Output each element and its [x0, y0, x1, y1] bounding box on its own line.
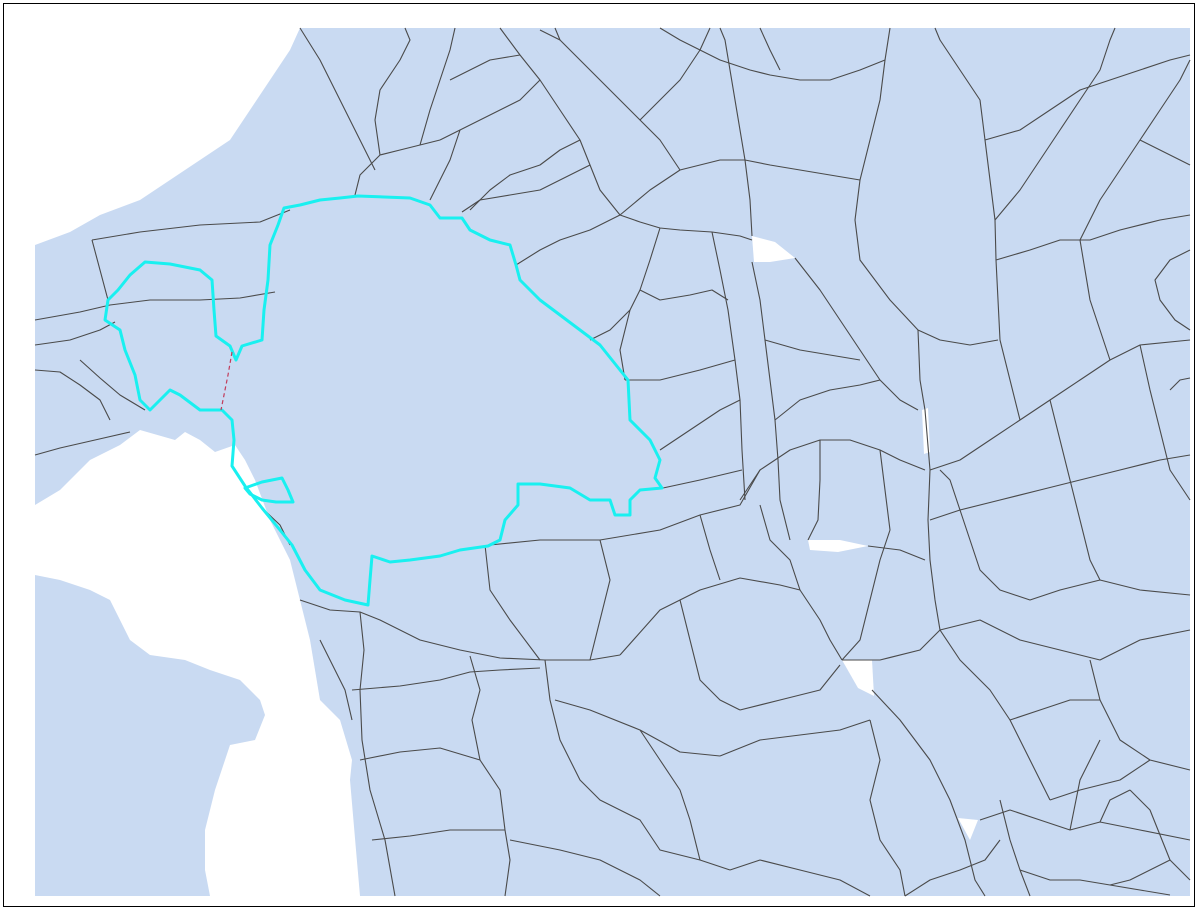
- map-frame: [3, 3, 1195, 907]
- selected-region-enclave-outline[interactable]: [243, 476, 295, 504]
- region-boundaries: [34, 27, 1191, 897]
- land-area[interactable]: [35, 28, 1190, 896]
- map-canvas[interactable]: [4, 4, 1194, 906]
- enclave-south: [842, 660, 874, 696]
- selected-region[interactable]: [103, 194, 664, 607]
- connector-line: [220, 351, 233, 411]
- enclave-central: [808, 540, 868, 552]
- enclave-southeast: [958, 818, 978, 840]
- enclave-north: [752, 236, 795, 262]
- selected-region-outline[interactable]: [103, 194, 664, 607]
